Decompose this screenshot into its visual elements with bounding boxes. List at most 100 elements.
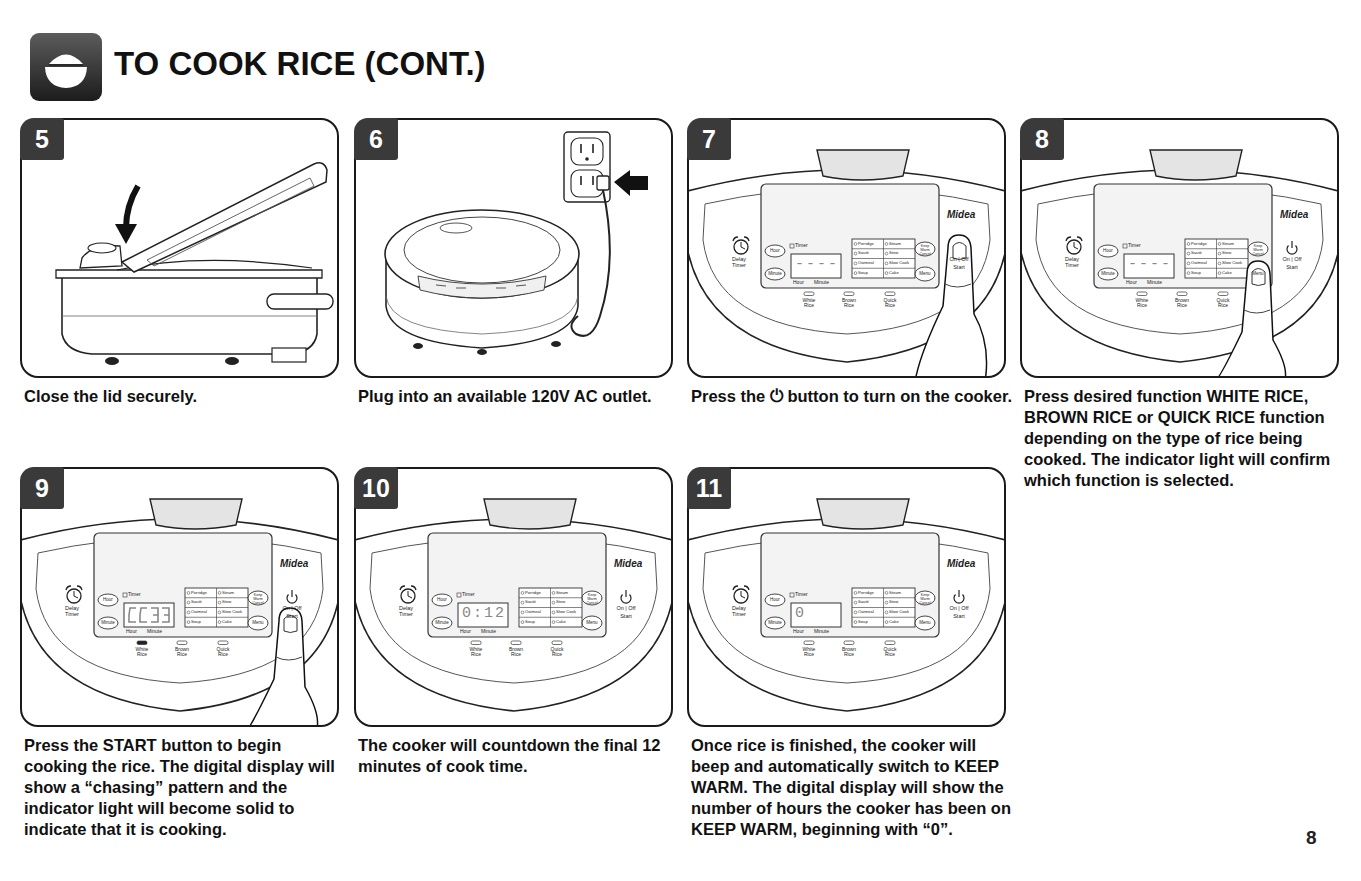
step-number-text: 5 — [35, 125, 49, 154]
illustration-shape — [552, 592, 555, 595]
menu-item: Oatmeal — [1191, 261, 1216, 265]
display-label: Minute — [814, 629, 838, 634]
illustration-shape — [1218, 243, 1221, 246]
illustration-shape — [22, 469, 337, 725]
illustration-shape — [1185, 239, 1248, 278]
illustration-shape — [62, 272, 317, 354]
button-label: Start — [278, 614, 306, 620]
illustration-shape — [276, 657, 302, 660]
illustration-shape — [817, 499, 909, 529]
illustration-shape — [1098, 245, 1118, 257]
menu-item: Stew — [889, 251, 914, 255]
illustration-shape — [218, 641, 228, 645]
display-label: Minute — [1147, 280, 1171, 285]
illustration-shape — [958, 590, 959, 597]
page-number: 8 — [1306, 828, 1336, 848]
button-label: On | Off — [1278, 257, 1306, 263]
illustration-shape — [122, 163, 327, 272]
illustration-shape — [356, 469, 671, 725]
illustration-shape — [915, 591, 935, 605]
indicator-label: Quick Rice — [882, 647, 898, 658]
step-number-text: 9 — [35, 474, 49, 503]
step-caption: Press the ⏻ button to turn on the cooker… — [691, 386, 1013, 407]
illustration-shape — [218, 601, 221, 604]
brand-logo: Midea — [947, 559, 991, 570]
illustration-shape — [765, 268, 785, 280]
illustration-shape — [248, 591, 268, 605]
illustration-shape — [177, 641, 187, 645]
illustration-shape — [552, 611, 555, 614]
button-label: On | Off — [945, 606, 973, 612]
button-label: Start — [612, 614, 640, 620]
menu-item: Steam — [1222, 242, 1247, 246]
menu-item: Soup — [858, 271, 883, 275]
button-label: Delay Timer — [1062, 257, 1082, 269]
step-illustration — [22, 469, 337, 725]
illustration-shape — [291, 590, 292, 597]
illustration-shape — [790, 244, 794, 248]
illustration-shape — [734, 240, 748, 254]
menu-item: Porridge — [525, 591, 550, 595]
illustration-shape — [765, 617, 785, 629]
illustration-shape — [187, 601, 190, 604]
step-number: 6 — [354, 118, 398, 160]
menu-item: Porridge — [858, 242, 883, 246]
illustration-shape — [1248, 242, 1268, 256]
illustration-shape — [140, 608, 147, 622]
illustration-shape — [885, 272, 888, 275]
illustration-shape — [585, 157, 589, 161]
illustration-shape — [571, 190, 609, 336]
brand-logo: Midea — [280, 559, 324, 570]
indicator-label: White Rice — [801, 647, 817, 658]
illustration-shape — [552, 601, 555, 604]
button-label: Keep Warm Cancel — [584, 594, 600, 605]
button-label: Start — [945, 614, 973, 620]
indicator-label: Brown Rice — [841, 298, 857, 309]
menu-item: Slow Cook — [889, 261, 914, 265]
illustration-shape — [1124, 254, 1174, 278]
step-number: 7 — [687, 118, 731, 160]
illustration-shape — [49, 64, 83, 66]
indicator-label: White Rice — [134, 647, 150, 658]
illustration-shape — [571, 138, 603, 165]
illustration-shape — [151, 608, 158, 622]
display-label: Timer — [795, 592, 825, 597]
illustration-shape — [218, 611, 221, 614]
illustration-shape — [1291, 241, 1292, 248]
button-label: Keep Warm Cancel — [1250, 245, 1266, 256]
step-panel: Press the START button to begin cooking … — [20, 467, 339, 727]
page-title: TO COOK RICE (CONT.) — [114, 45, 486, 83]
button-label: Menu — [248, 621, 268, 626]
illustration-shape — [885, 611, 888, 614]
illustration-shape — [98, 594, 118, 606]
illustration-shape — [225, 357, 239, 365]
menu-item: Soup — [1191, 271, 1216, 275]
illustration-shape — [852, 588, 915, 627]
illustration-shape — [551, 341, 561, 347]
button-label: Hour — [1098, 249, 1118, 254]
illustration-shape — [552, 641, 562, 645]
illustration-shape — [1022, 120, 1337, 376]
section-icon — [29, 32, 103, 102]
illustration-shape — [428, 533, 606, 637]
illustration-shape — [185, 588, 248, 627]
illustration-shape — [408, 591, 412, 598]
menu-item: Porridge — [1191, 242, 1216, 246]
display-label: Hour — [1126, 280, 1146, 285]
button-label: Keep Warm Cancel — [917, 245, 933, 256]
illustration-shape — [852, 239, 915, 278]
illustration-shape — [614, 170, 648, 196]
step-number: 8 — [1020, 118, 1064, 160]
illustration-shape — [1214, 261, 1286, 376]
illustration-shape — [915, 242, 935, 256]
display-readout: 0:12 — [462, 606, 508, 622]
menu-item: Sauté — [858, 600, 883, 604]
step-illustration — [356, 469, 671, 725]
illustration-shape — [885, 252, 888, 255]
step-panel: The cooker will countdown the final 12 m… — [354, 467, 673, 727]
illustration-shape — [521, 592, 524, 595]
illustration-shape — [915, 235, 987, 376]
menu-item: Cake — [1222, 271, 1247, 275]
button-label: Menu — [1248, 272, 1268, 277]
